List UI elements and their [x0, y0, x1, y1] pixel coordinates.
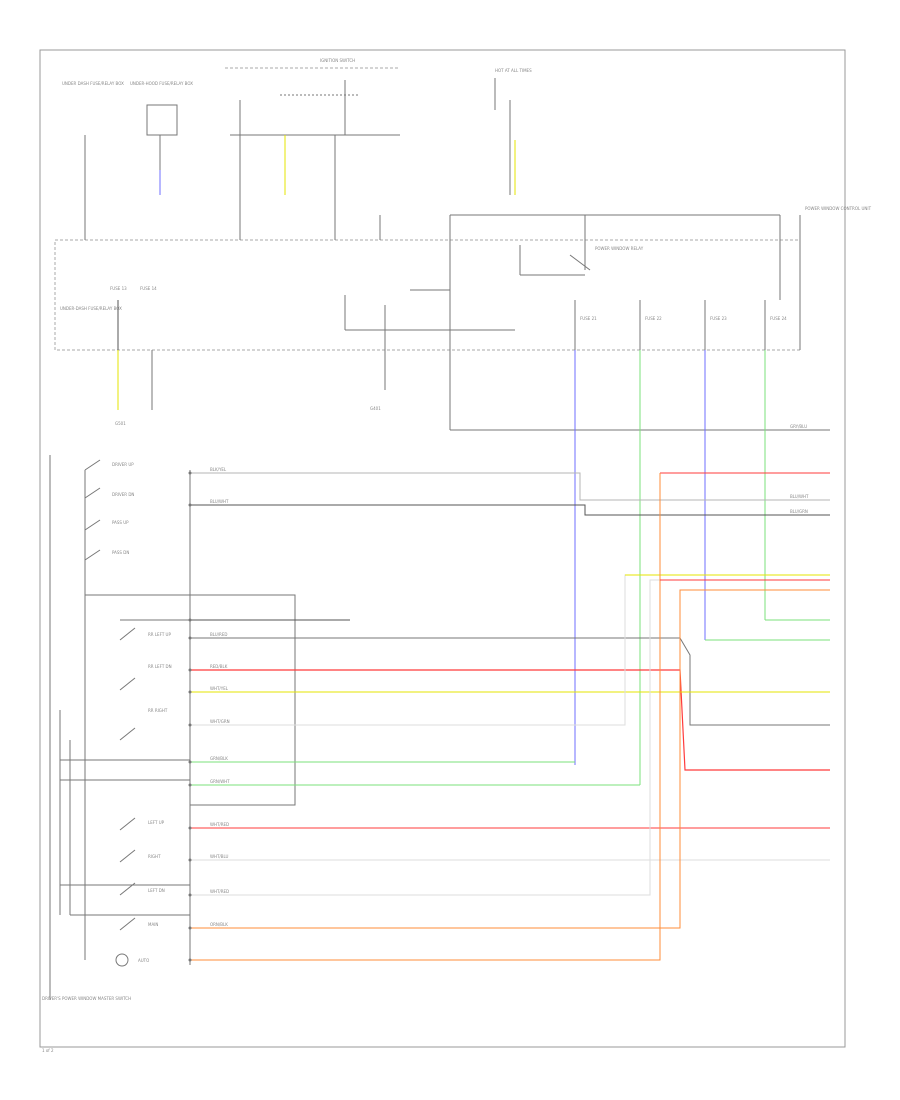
switch-label-6: RR LEFT DN [148, 664, 172, 669]
top-section [54, 67, 830, 431]
wire-label-blk-1: BLK/YEL [210, 467, 227, 472]
label-ground-center: G401 [370, 406, 381, 411]
switch-label-8: LEFT UP [148, 820, 165, 825]
wire-label-red-3: WHT/RED [210, 822, 229, 827]
label-power-window-relay: POWER WINDOW RELAY [595, 246, 644, 251]
label-fuse-b: FUSE 22 [645, 316, 662, 321]
wire-label-red-1: RED/BLK [210, 664, 228, 669]
label-fuse-relay-box: UNDER-DASH FUSE/RELAY BOX [60, 306, 122, 311]
wire-label-gry-1: WHT/GRN [210, 719, 230, 724]
switch-section [49, 455, 296, 1000]
wire-label-red-2: WHT/RED [210, 889, 229, 894]
window-switch-box [189, 594, 296, 806]
label-fuse-c: FUSE 23 [710, 316, 727, 321]
harness-wires [190, 472, 830, 961]
wire-label-yel-1: WHT/YEL [210, 686, 229, 691]
label-fuse-a: FUSE 21 [580, 316, 597, 321]
switch-label-4: PASS DN [112, 550, 129, 555]
wire-label-grn-2: GRN/WHT [210, 779, 230, 784]
wire-label-blk-2: BLU/WHT [210, 499, 229, 504]
wire-label-blk-3: BLU/RED [210, 632, 227, 637]
wire-label-top-right: GRY/BLU [790, 424, 807, 429]
switch-label-11: MAIN [148, 922, 158, 927]
wire-label-blk-5: BLU/GRN [790, 509, 808, 514]
switch-label-7: RR RIGHT [148, 708, 168, 713]
under-hood-relay [146, 104, 178, 136]
label-fuse-box-left-b: UNDER-HOOD FUSE/RELAY BOX [130, 81, 193, 86]
diagram-border [39, 49, 846, 1048]
switch-label-12: AUTO [138, 958, 149, 963]
label-driver-window-switch: DRIVER'S POWER WINDOW MASTER SWITCH [42, 996, 131, 1001]
wire-label-gry-2: WHT/BLU [210, 854, 229, 859]
switch-label-9: RIGHT [148, 854, 161, 859]
switch-contacts [84, 459, 136, 967]
label-fuse-box-left-a: UNDER DASH FUSE/RELAY BOX [62, 81, 124, 86]
switch-label-2: DRIVER DN [112, 492, 134, 497]
switch-label-1: DRIVER UP [112, 462, 134, 467]
wire-label-blk-4: BLU/WHT [790, 494, 809, 499]
wire-label-ora-1: ORN/BLK [210, 922, 228, 927]
switch-label-3: PASS UP [112, 520, 129, 525]
label-ignition-switch: IGNITION SWITCH [320, 58, 355, 63]
fuse-box-outline [54, 239, 801, 351]
label-page-ref: 1 of 2 [42, 1048, 54, 1053]
label-fuse-d: FUSE 24 [770, 316, 787, 321]
switch-label-5: RR LEFT UP [148, 632, 171, 637]
wire-label-grn-1: GRN/BLK [210, 756, 228, 761]
label-window-control-unit: POWER WINDOW CONTROL UNIT [805, 206, 872, 211]
label-connector-left-1: FUSE 13 [110, 286, 127, 291]
pin-markers [188, 471, 192, 962]
label-connector-left-2: FUSE 14 [140, 286, 157, 291]
label-ground-left: G501 [115, 421, 126, 426]
label-hot-at-all-times: HOT AT ALL TIMES [495, 68, 532, 73]
switch-label-10: LEFT DN [148, 888, 165, 893]
